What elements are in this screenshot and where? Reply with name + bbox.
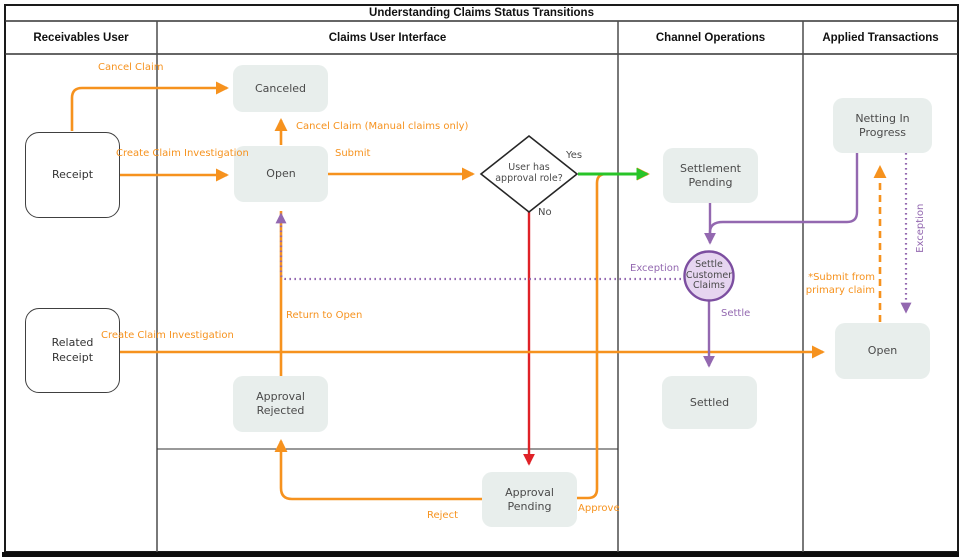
arrow-reject	[274, 439, 482, 501]
label-cancel-claim: Cancel Claim	[98, 62, 164, 73]
node-canceled: Canceled	[233, 65, 328, 112]
label-submit: Submit	[335, 148, 371, 159]
lane-header-claims-user-interface: Claims User Interface	[328, 31, 447, 44]
label-exception-right: Exception	[914, 203, 926, 253]
lane-header-channel-operations: Channel Operations	[655, 31, 766, 44]
settle-customer-claims-label: Settle Customer Claims	[685, 258, 733, 292]
decision-diamond	[479, 134, 579, 214]
node-receipt: Receipt	[25, 132, 120, 218]
label-return-to-open: Return to Open	[286, 310, 363, 321]
lane-header-applied-transactions: Applied Transactions	[822, 31, 939, 44]
label-create-claim-investigation-bottom: Create Claim Investigation	[101, 330, 234, 341]
node-related-receipt: Related Receipt	[25, 308, 120, 393]
arrow-cancel-claim	[70, 81, 229, 131]
node-settled: Settled	[662, 376, 757, 429]
node-open-claims: Open	[234, 146, 328, 202]
node-approval-pending: Approval Pending	[482, 472, 577, 527]
node-approval-rejected: Approval Rejected	[233, 376, 328, 432]
decision-label: User has approval role?	[495, 162, 563, 184]
lane-header-receivables-user: Receivables User	[33, 31, 129, 44]
node-netting-in-progress: Netting In Progress	[833, 98, 932, 153]
diagram-title: Understanding Claims Status Transitions	[369, 7, 594, 19]
label-yes: Yes	[566, 150, 583, 161]
arrow-exception-to-open-claims	[275, 212, 686, 281]
label-no: No	[538, 207, 552, 218]
label-create-claim-investigation-top: Create Claim Investigation	[116, 148, 249, 159]
label-reject: Reject	[427, 510, 459, 521]
node-open-applied: Open	[835, 323, 930, 379]
label-exception-left: Exception	[630, 263, 680, 274]
label-submit-from-primary-claim: *Submit from primary claim	[805, 272, 875, 296]
node-settlement-pending: Settlement Pending	[663, 148, 758, 203]
label-approve: Approve	[578, 503, 620, 514]
label-settle: Settle	[721, 308, 751, 319]
label-cancel-claim-manual: Cancel Claim (Manual claims only)	[296, 121, 469, 132]
settle-customer-claims-circle	[683, 250, 735, 302]
